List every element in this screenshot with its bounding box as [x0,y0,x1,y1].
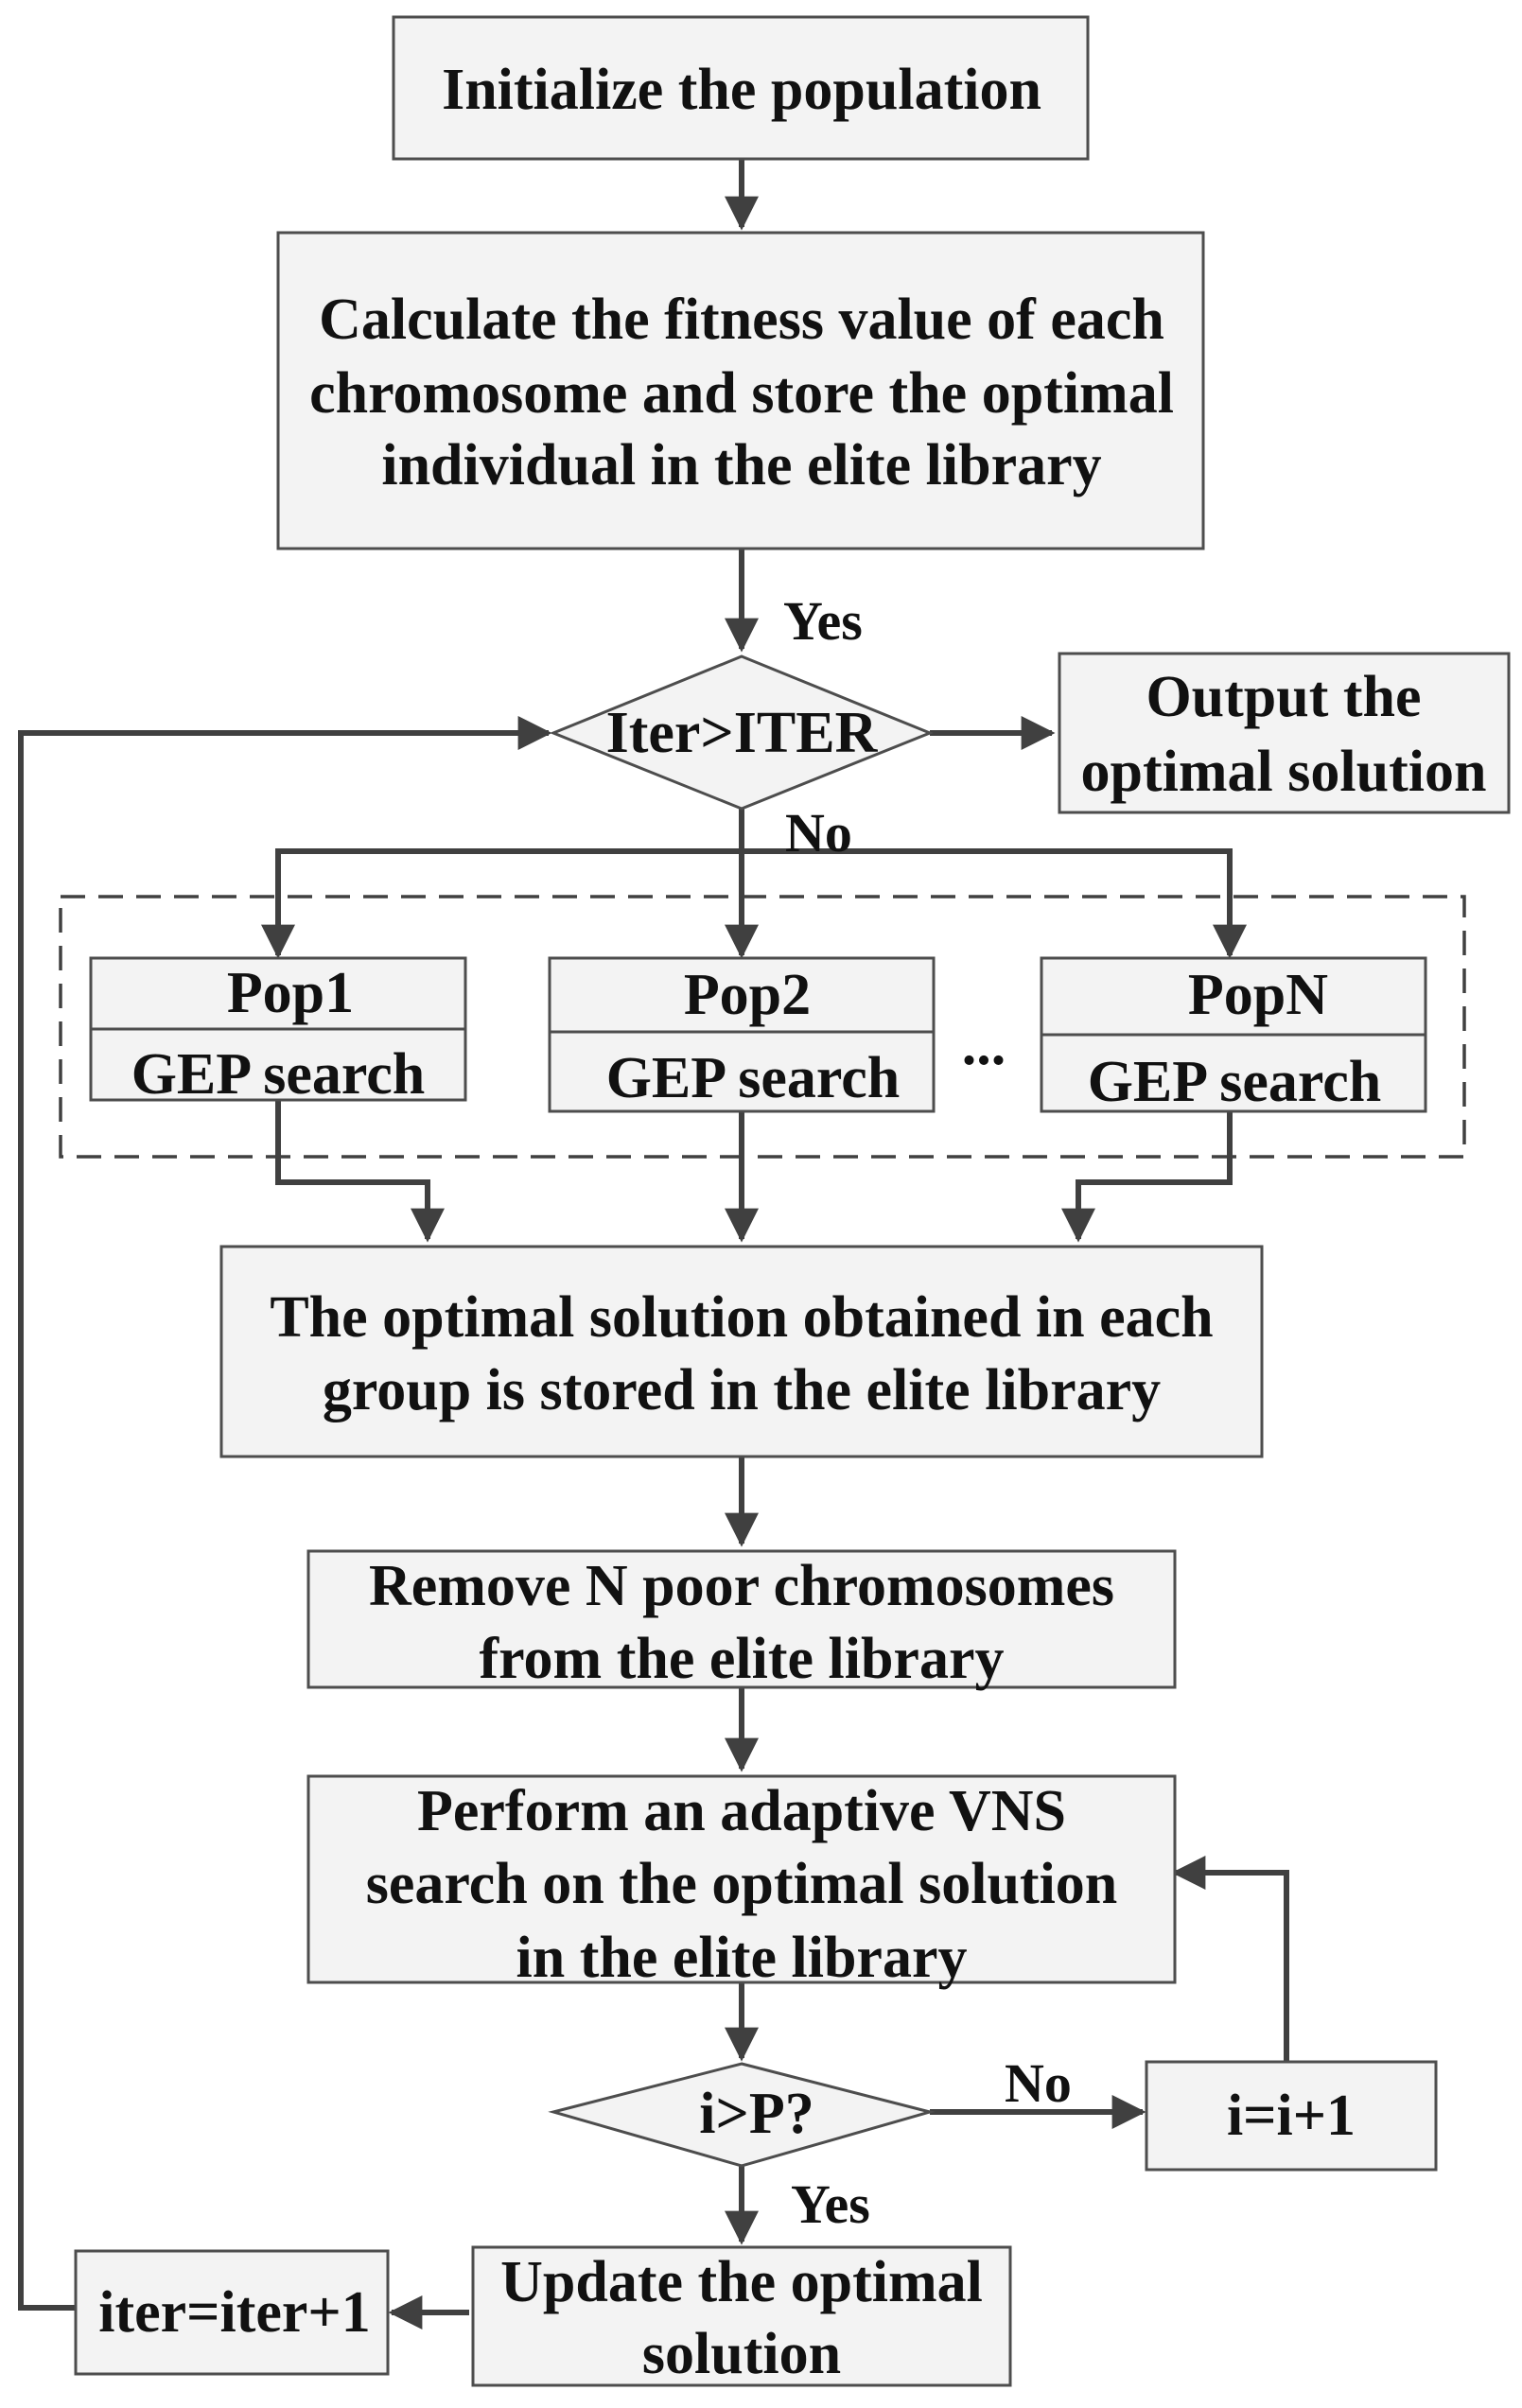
node-pop2: Pop2 GEP search [548,956,936,1113]
pop1-title: Pop1 [227,961,354,1025]
store-text-0: The optimal solution obtained in each [270,1285,1213,1350]
pop1-sub: GEP search [131,1042,426,1107]
node-decision-iter: Iter>ITER [550,654,934,811]
vns-text-2: in the elite library [516,1926,968,1990]
node-remove: Remove N poor chromosomes from the elite… [306,1549,1177,1691]
ellipsis: ... [962,1013,1006,1077]
label-yes-top: Yes [783,590,863,652]
label-no-top: No [785,802,852,864]
decision-i-diamond [548,2062,936,2168]
edge-popn-to-store [1061,1111,1233,1243]
decision-iter-diamond [550,654,934,811]
node-increment-iter: iter=iter+1 [74,2249,390,2376]
node-fitness: Calculate the fitness value of each chro… [276,231,1205,550]
output-text-0: Output the [1146,665,1421,729]
pop2-sub: GEP search [606,1046,901,1110]
label-no-bottom: No [1005,2052,1072,2114]
increment-iter-text: iter=iter+1 [98,2280,370,2345]
edge-pop1-to-store [275,1100,445,1243]
pop2-title: Pop2 [684,963,811,1027]
increment-i-text: i=i+1 [1227,2084,1356,2148]
vns-text-1: search on the optimal solution [366,1852,1118,1916]
remove-text-1: from the elite library [480,1627,1005,1691]
population-group [59,895,1466,1159]
node-update: Update the optimal solution [471,2245,1012,2387]
output-box [1058,652,1511,814]
decision-i-text: i>P? [699,2082,813,2146]
init-text-0: Initialize the population [442,58,1041,122]
output-text-1: optimal solution [1081,740,1487,804]
pop2-box [548,956,936,1113]
remove-box [306,1549,1177,1689]
node-decision-i: i>P? [548,2062,936,2168]
update-text-1: solution [642,2322,841,2386]
store-box [219,1245,1264,1458]
popn-sub: GEP search [1088,1050,1382,1114]
remove-text-0: Remove N poor chromosomes [369,1554,1114,1618]
connectors [18,159,1289,2329]
fitness-text-2: individual in the elite library [381,433,1101,497]
label-yes-bottom: Yes [791,2173,870,2235]
node-store: The optimal solution obtained in each gr… [219,1245,1264,1458]
increment-iter-box [74,2249,390,2376]
node-init: Initialize the population [392,15,1090,161]
node-output: Output the optimal solution [1058,652,1511,814]
fitness-text-1: chromosome and store the optimal [309,361,1174,426]
vns-box [306,1774,1177,1984]
edge-loop-back [18,716,552,2311]
node-pop1: Pop1 GEP search [89,956,467,1107]
store-text-1: group is stored in the elite library [323,1358,1161,1422]
update-text-0: Update the optimal [500,2250,983,2314]
decision-iter-text: Iter>ITER [606,701,879,765]
node-popn: PopN GEP search [1040,956,1427,1114]
init-box [392,15,1090,161]
fitness-text-0: Calculate the fitness value of each [319,288,1164,352]
edge-increment-to-vns [1171,1856,1289,2062]
increment-i-box [1145,2060,1438,2172]
update-box [471,2245,1012,2387]
edge-decision-branch [275,848,1233,955]
popn-title: PopN [1188,963,1328,1027]
node-vns: Perform an adaptive VNS search on the op… [306,1774,1177,1990]
node-increment-i: i=i+1 [1145,2060,1438,2172]
fitness-box [276,231,1205,550]
vns-text-0: Perform an adaptive VNS [417,1779,1066,1843]
